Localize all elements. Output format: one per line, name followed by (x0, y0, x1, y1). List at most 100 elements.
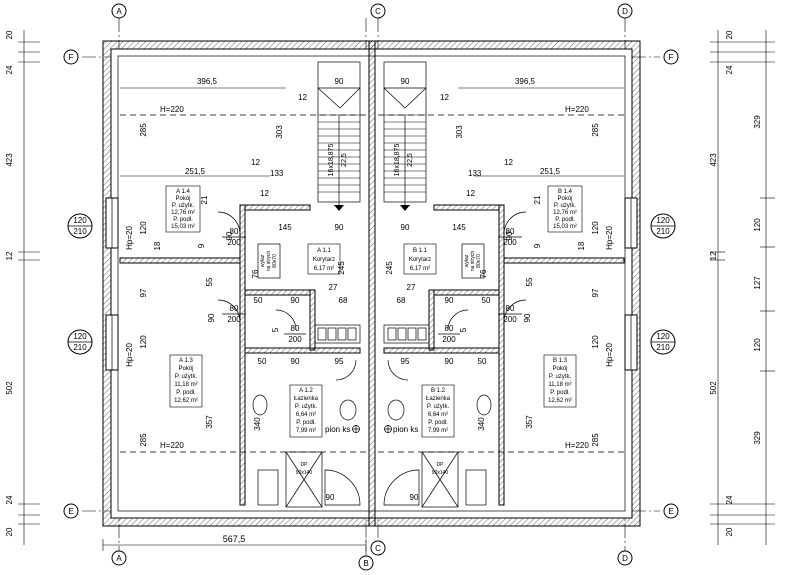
svg-text:12: 12 (709, 251, 718, 260)
svg-text:90: 90 (410, 493, 419, 502)
svg-text:20: 20 (725, 527, 734, 536)
svg-text:120: 120 (73, 332, 87, 341)
door-swings (217, 211, 527, 381)
svg-text:21: 21 (533, 195, 542, 204)
svg-text:12,62 m²: 12,62 m² (548, 398, 572, 404)
svg-text:6,64 m²: 6,64 m² (428, 412, 448, 418)
svg-text:80: 80 (506, 304, 515, 313)
svg-text:90: 90 (505, 231, 514, 240)
svg-text:50: 50 (254, 296, 263, 305)
room-label-b13: B 1.3 Pokój P. użytk. 11,18 m² P. podł. … (543, 354, 577, 408)
svg-text:303: 303 (455, 125, 464, 139)
window-right-upper: 120 210 (624, 197, 676, 249)
svg-text:18: 18 (153, 241, 162, 250)
svg-text:D: D (622, 7, 628, 16)
svg-text:20: 20 (5, 30, 14, 39)
svg-text:F: F (669, 53, 674, 62)
height-label-top-right: H=220 (565, 105, 589, 114)
svg-text:A 1.4: A 1.4 (176, 189, 190, 195)
svg-text:9: 9 (197, 243, 206, 248)
svg-text:502: 502 (5, 381, 14, 395)
svg-text:Hp=20: Hp=20 (605, 343, 614, 367)
svg-text:120: 120 (753, 338, 762, 352)
axis-bubble-b-bottom: B (358, 555, 374, 571)
svg-text:200: 200 (227, 238, 241, 247)
bathroom-fixtures-right: pion ks DP 90x140 (383, 324, 492, 508)
svg-text:90: 90 (207, 313, 216, 322)
svg-text:wyłaz: wyłaz (464, 254, 470, 267)
svg-text:A: A (116, 7, 122, 16)
axis-bubble-e-right: E (663, 503, 679, 519)
svg-text:6,17 m²: 6,17 m² (410, 266, 430, 272)
svg-text:DP: DP (301, 462, 309, 468)
svg-text:B: B (363, 559, 368, 568)
axis-bubble-f-right: F (663, 49, 679, 65)
svg-text:95: 95 (401, 357, 410, 366)
svg-text:396,5: 396,5 (197, 77, 218, 86)
svg-text:15,03 m²: 15,03 m² (171, 224, 195, 230)
svg-text:396,5: 396,5 (515, 77, 536, 86)
svg-text:303: 303 (275, 125, 284, 139)
svg-text:Pokój: Pokój (175, 196, 190, 202)
svg-text:97: 97 (591, 288, 600, 297)
svg-text:200: 200 (227, 315, 241, 324)
svg-text:50: 50 (482, 296, 491, 305)
svg-text:Hp=20: Hp=20 (605, 226, 614, 250)
svg-text:12: 12 (251, 158, 260, 167)
top-dimensions: 396,5 396,5 90 90 12 12 251,5 251,5 133 … (120, 77, 624, 204)
svg-text:90x140: 90x140 (432, 470, 449, 476)
svg-text:na strych: na strych (266, 251, 272, 272)
svg-text:7,99 m²: 7,99 m² (296, 428, 316, 434)
interior-walls (119, 204, 625, 506)
svg-text:285: 285 (591, 123, 600, 137)
svg-text:P. podł.: P. podł. (296, 420, 316, 426)
axis-bubble-e-left: E (63, 503, 79, 519)
svg-text:11,18 m²: 11,18 m² (548, 382, 571, 388)
svg-text:120: 120 (73, 216, 87, 225)
svg-text:90: 90 (445, 296, 454, 305)
svg-text:pion ks: pion ks (325, 425, 350, 434)
svg-text:200: 200 (288, 335, 302, 344)
axis-bubble-d-bottom: D (617, 550, 633, 566)
svg-text:11,18 m²: 11,18 m² (174, 382, 197, 388)
svg-text:Łazienka: Łazienka (294, 396, 319, 402)
svg-text:90: 90 (401, 223, 410, 232)
svg-text:Pokój: Pokój (552, 366, 567, 372)
svg-text:502: 502 (709, 381, 718, 395)
left-dimension-chain: 20 24 423 12 502 24 20 (5, 30, 40, 545)
axis-bubble-a-bottom: A (111, 550, 127, 566)
svg-text:C: C (375, 7, 381, 16)
svg-text:P. podł.: P. podł. (176, 390, 196, 396)
svg-text:80: 80 (445, 324, 454, 333)
svg-text:E: E (68, 507, 73, 516)
svg-text:A: A (116, 554, 122, 563)
svg-text:50: 50 (258, 357, 267, 366)
svg-text:P. użytk.: P. użytk. (554, 203, 577, 209)
bottom-dimension: 567,5 (102, 534, 367, 551)
bathroom-fixtures-left: pion ks DP 90x140 (252, 324, 361, 508)
svg-text:B 1.3: B 1.3 (553, 358, 568, 364)
svg-text:24: 24 (725, 495, 734, 504)
svg-text:97: 97 (139, 288, 148, 297)
svg-text:C: C (375, 544, 381, 553)
svg-text:5: 5 (271, 327, 280, 332)
svg-text:329: 329 (753, 431, 762, 445)
svg-text:55: 55 (205, 277, 214, 286)
svg-text:Hp=20: Hp=20 (125, 226, 134, 250)
svg-text:90: 90 (291, 357, 300, 366)
svg-text:357: 357 (205, 415, 214, 429)
svg-text:133: 133 (468, 169, 482, 178)
svg-text:A 1.2: A 1.2 (299, 388, 313, 394)
svg-text:567,5: 567,5 (223, 534, 246, 544)
svg-text:5: 5 (459, 327, 468, 332)
svg-text:423: 423 (5, 153, 14, 167)
door-tag-b12: 80 200 (438, 324, 460, 344)
stairs-right: 16x18,875 22,5 (383, 61, 427, 211)
svg-text:na strych: na strych (470, 251, 476, 272)
svg-text:pion ks: pion ks (393, 425, 418, 434)
svg-text:90: 90 (335, 223, 344, 232)
svg-text:90: 90 (523, 313, 532, 322)
window-left-upper: 120 210 (67, 197, 119, 249)
svg-text:24: 24 (725, 65, 734, 74)
